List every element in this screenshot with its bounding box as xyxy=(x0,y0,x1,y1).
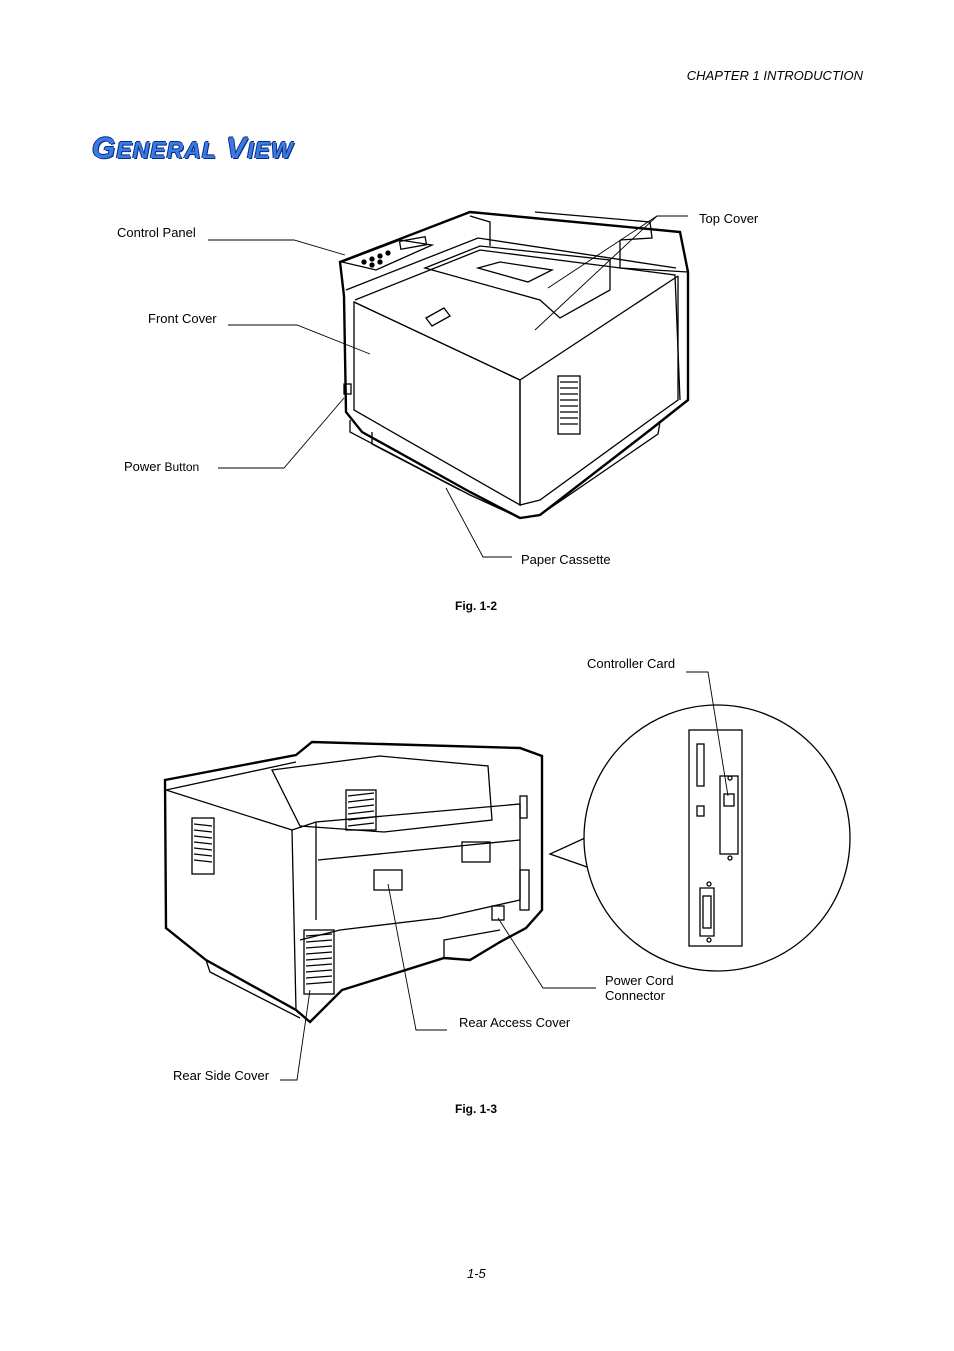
label-power-word: Power xyxy=(124,459,161,474)
title-iew: IEW xyxy=(247,137,294,163)
chapter-header: CHAPTER 1 INTRODUCTION xyxy=(686,68,863,83)
printer-rear-illustration xyxy=(163,671,851,1081)
page-title: GENERAL VIEW xyxy=(92,132,294,166)
figure-caption-1-2: Fig. 1-2 xyxy=(455,599,498,613)
label-front-cover: Front Cover xyxy=(148,311,217,326)
label-power-button: Power Button xyxy=(124,459,199,474)
label-power-cord-line1: Power Cord xyxy=(605,973,674,988)
figure-caption-1-3: Fig. 1-3 xyxy=(455,1102,498,1116)
label-control-panel: Control Panel xyxy=(117,225,196,240)
label-paper-cassette: Paper Cassette xyxy=(521,552,611,567)
title-v: V xyxy=(226,132,248,165)
printer-front-illustration xyxy=(208,210,690,558)
title-g: G xyxy=(92,132,117,165)
title-eneral: ENERAL xyxy=(116,137,217,163)
label-power-cord-line2: Connector xyxy=(605,988,665,1003)
label-rear-side-cover: Rear Side Cover xyxy=(173,1068,270,1083)
label-button-word: Button xyxy=(164,460,200,474)
page-number: 1-5 xyxy=(467,1266,486,1281)
label-controller-card: Controller Card xyxy=(587,656,676,671)
label-rear-access-cover: Rear Access Cover xyxy=(459,1015,571,1030)
label-top-cover: Top Cover xyxy=(699,211,759,226)
